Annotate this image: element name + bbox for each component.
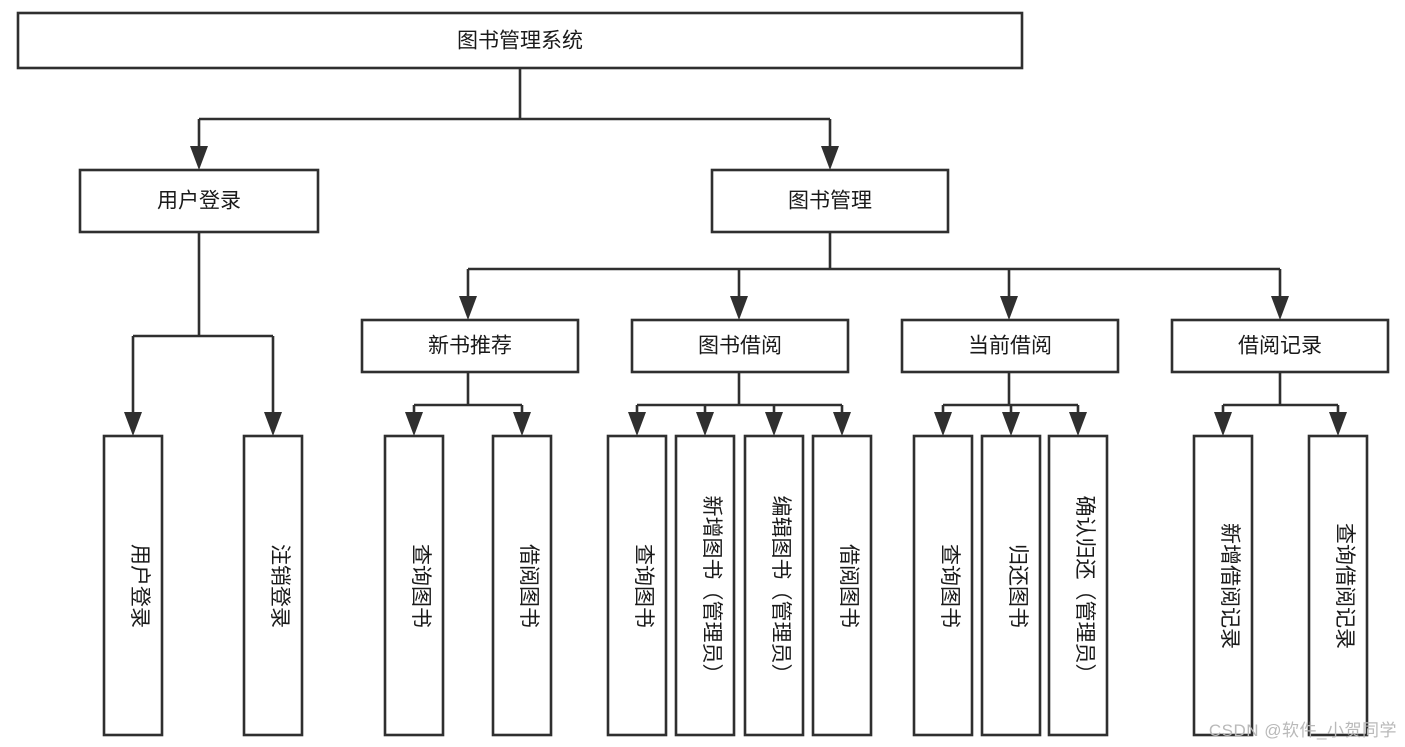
leaf-box[interactable] <box>383 434 445 737</box>
leaf-box[interactable] <box>1307 434 1369 737</box>
arrow-borrow-record-leaf-2 <box>1329 412 1347 436</box>
node-borrow-record-box[interactable] <box>1170 318 1390 374</box>
arrow-new-book-leaf-2 <box>513 412 531 436</box>
arrow-user-login-leaf-2 <box>264 412 282 436</box>
node-user-login-label: 用户登录 <box>157 190 241 213</box>
leaf-label: 新增图书（管理员） <box>700 496 723 685</box>
leaf-book-borrow-2[interactable]: 新增图书（管理员） <box>674 434 736 737</box>
node-root-label: 图书管理系统 <box>457 30 583 53</box>
leaf-box[interactable] <box>1192 434 1254 737</box>
leaf-label: 新增借阅记录 <box>1218 523 1241 649</box>
arrow-root-to-book-manage <box>821 146 839 170</box>
node-borrow-record[interactable]: 借阅记录 <box>1170 318 1390 374</box>
node-book-manage-label: 图书管理 <box>788 190 872 213</box>
leaf-label: 查询图书 <box>409 544 432 628</box>
node-root[interactable]: 图书管理系统 <box>16 11 1024 70</box>
leaf-label: 用户登录 <box>128 544 151 628</box>
arrow-current-borrow-leaf-2 <box>1002 412 1020 436</box>
leaf-label: 查询图书 <box>632 544 655 628</box>
edges-borrow-record-to-leaves <box>1214 372 1347 436</box>
leaf-box[interactable] <box>491 434 553 737</box>
edges-book-manage-to-level3 <box>459 232 1289 320</box>
leaf-new-book-1[interactable]: 查询图书 <box>383 434 445 737</box>
node-book-manage[interactable]: 图书管理 <box>710 168 950 234</box>
leaf-box[interactable] <box>811 434 873 737</box>
node-root-box[interactable] <box>16 11 1024 70</box>
arrow-to-new-book <box>459 296 477 320</box>
leaf-box[interactable] <box>606 434 668 737</box>
arrow-user-login-leaf-1 <box>124 412 142 436</box>
leaf-book-borrow-3[interactable]: 编辑图书（管理员） <box>743 434 805 737</box>
leaf-label: 查询借阅记录 <box>1333 523 1356 649</box>
node-current-borrow-label: 当前借阅 <box>968 335 1052 358</box>
node-user-login[interactable]: 用户登录 <box>78 168 320 234</box>
leaf-box[interactable] <box>242 434 304 737</box>
arrow-book-borrow-leaf-4 <box>833 412 851 436</box>
arrow-book-borrow-leaf-1 <box>628 412 646 436</box>
arrow-current-borrow-leaf-1 <box>934 412 952 436</box>
leaf-label: 注销登录 <box>268 544 291 628</box>
edges-user-login-to-leaves <box>124 232 282 436</box>
arrow-to-current-borrow <box>1000 296 1018 320</box>
arrow-new-book-leaf-1 <box>405 412 423 436</box>
node-book-borrow[interactable]: 图书借阅 <box>630 318 850 374</box>
leaf-label: 借阅图书 <box>837 544 860 628</box>
node-new-book-box[interactable] <box>360 318 580 374</box>
edges-root-to-level2 <box>190 68 839 170</box>
leaf-current-borrow-2[interactable]: 归还图书 <box>980 434 1042 737</box>
arrow-book-borrow-leaf-2 <box>696 412 714 436</box>
node-new-book[interactable]: 新书推荐 <box>360 318 580 374</box>
leaf-box[interactable] <box>743 434 805 737</box>
leaf-label: 借阅图书 <box>517 544 540 628</box>
arrow-to-book-borrow <box>730 296 748 320</box>
node-book-borrow-label: 图书借阅 <box>698 335 782 358</box>
leaf-new-book-2[interactable]: 借阅图书 <box>491 434 553 737</box>
node-current-borrow[interactable]: 当前借阅 <box>900 318 1120 374</box>
leaf-box[interactable] <box>912 434 974 737</box>
leaf-book-borrow-1[interactable]: 查询图书 <box>606 434 668 737</box>
leaf-current-borrow-1[interactable]: 查询图书 <box>912 434 974 737</box>
leaf-borrow-record-1[interactable]: 新增借阅记录 <box>1192 434 1254 737</box>
leaf-box[interactable] <box>674 434 736 737</box>
leaf-current-borrow-3[interactable]: 确认归还（管理员） <box>1047 434 1109 737</box>
arrow-root-to-user-login <box>190 146 208 170</box>
leaf-box[interactable] <box>980 434 1042 737</box>
node-book-manage-box[interactable] <box>710 168 950 234</box>
leaf-borrow-record-2[interactable]: 查询借阅记录 <box>1307 434 1369 737</box>
arrow-book-borrow-leaf-3 <box>765 412 783 436</box>
leaf-user-login-2[interactable]: 注销登录 <box>242 434 304 737</box>
leaf-box[interactable] <box>1047 434 1109 737</box>
leaf-label: 确认归还（管理员） <box>1073 496 1096 685</box>
node-current-borrow-box[interactable] <box>900 318 1120 374</box>
arrow-current-borrow-leaf-3 <box>1069 412 1087 436</box>
leaf-box[interactable] <box>102 434 164 737</box>
node-book-borrow-box[interactable] <box>630 318 850 374</box>
leaf-label: 查询图书 <box>938 544 961 628</box>
leaf-label: 编辑图书（管理员） <box>769 496 792 685</box>
node-new-book-label: 新书推荐 <box>428 335 512 358</box>
leaf-book-borrow-4[interactable]: 借阅图书 <box>811 434 873 737</box>
leaf-user-login-1[interactable]: 用户登录 <box>102 434 164 737</box>
edges-current-borrow-to-leaves <box>934 372 1087 436</box>
leaf-label: 归还图书 <box>1006 544 1029 628</box>
edges-new-book-to-leaves <box>405 372 531 436</box>
node-borrow-record-label: 借阅记录 <box>1238 335 1322 358</box>
arrow-to-borrow-record <box>1271 296 1289 320</box>
arrow-borrow-record-leaf-1 <box>1214 412 1232 436</box>
node-user-login-box[interactable] <box>78 168 320 234</box>
edges-book-borrow-to-leaves <box>628 372 851 436</box>
